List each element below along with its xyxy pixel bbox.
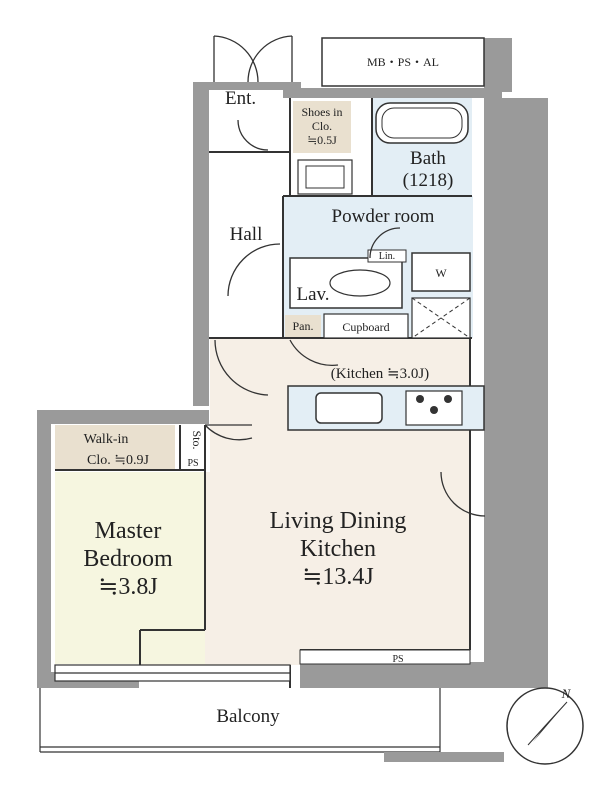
bedroom-area: ≒3.8J (98, 574, 157, 600)
bathtub-inner (381, 107, 463, 139)
door-swings (204, 35, 486, 517)
bedroom-floor (55, 472, 205, 664)
exterior-walls (37, 38, 512, 688)
walkin-closet-area: Clo. ≒0.9J (87, 453, 149, 468)
north-label: N (561, 686, 572, 701)
ps-box-bottom (299, 649, 471, 665)
kitchen-sink (315, 392, 383, 424)
shoes-closet-area: ≒0.5J (307, 133, 337, 147)
linen-label: Lin. (379, 251, 395, 262)
balcony-wall-right (384, 752, 504, 762)
ps-small-label: PS (187, 458, 198, 469)
ldk-label-2: Kitchen (300, 536, 376, 562)
bath-size-label: (1218) (403, 170, 454, 191)
shoes-closet-label-2: Clo. (312, 119, 332, 133)
shoes-floor (293, 101, 351, 153)
ldk-label: Living Dining (270, 508, 407, 534)
bathtub (375, 102, 469, 144)
entrance-label: Ent. (225, 88, 256, 109)
powder-room-label: Powder room (332, 206, 435, 227)
ps-cabinet (321, 37, 485, 87)
compass (506, 687, 584, 765)
mb-ps-al-label: MB・PS・AL (367, 55, 439, 69)
washing-machine-label: W (435, 266, 447, 280)
washing-machine-space (411, 252, 471, 292)
pantry-floor (285, 315, 321, 337)
washbasin (329, 269, 391, 297)
balcony-label: Balcony (216, 706, 280, 727)
lavatory-label: Lav. (296, 284, 329, 305)
bath-label: Bath (410, 148, 446, 169)
bedroom-label: Master (95, 518, 162, 544)
balcony-outline (39, 688, 441, 753)
walkin-floor (55, 425, 175, 470)
bedroom-label-2: Bedroom (83, 546, 173, 572)
pantry-label: Pan. (293, 319, 314, 333)
balcony-windows (54, 664, 291, 682)
walkin-closet-label: Walk-in (84, 432, 129, 447)
hall-label: Hall (230, 224, 263, 245)
storage-label: Sto. (190, 430, 204, 449)
linen-box (367, 249, 407, 263)
ps-bottom-label: PS (392, 654, 403, 665)
shoes-closet-label: Shoes in (301, 105, 342, 119)
stove-burners (416, 395, 452, 414)
cupboard-box (323, 313, 409, 339)
kitchen-label: (Kitchen ≒3.0J) (331, 366, 429, 382)
ldk-area: ≒13.4J (302, 564, 373, 590)
cupboard-label: Cupboard (342, 320, 389, 334)
outer-wall-strip (502, 98, 548, 688)
